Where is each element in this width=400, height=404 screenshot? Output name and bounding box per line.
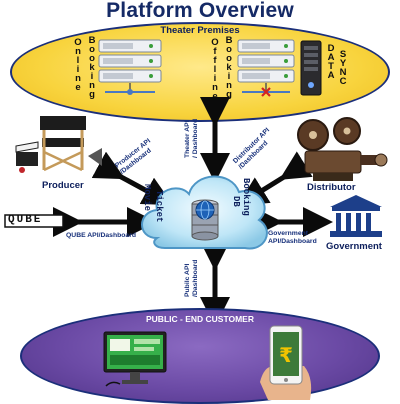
government-api-line1: Government [268, 230, 309, 237]
government-label: Government [326, 241, 382, 252]
rupee-glyph: ₹ [279, 343, 293, 367]
booking-db-word: Booking [241, 178, 251, 216]
db-word: DB [231, 196, 241, 207]
producer-label: Producer [42, 180, 84, 191]
theater-api-line1: Theater API [184, 120, 191, 158]
data-sync-tower-icon [300, 40, 322, 96]
theater-api-text: Theater API / Dashboard [184, 119, 200, 158]
arrow-producer-cloud [91, 151, 174, 206]
ticket-label: Ticket [154, 190, 164, 222]
government-api-line2: API/Dashboard [268, 238, 317, 245]
db-label: DB [231, 196, 241, 207]
page-title: Platform Overview [106, 0, 294, 22]
theater-premises-label: Theater Premises [160, 25, 240, 36]
movie-word: Movie [142, 184, 152, 212]
smartphone-hand-icon: ₹ [260, 325, 312, 400]
online-server-rack-icon [98, 39, 162, 95]
government-building-icon [330, 195, 382, 237]
qube-logo-text: QUBE [8, 214, 43, 226]
government-api-label: Government API/Dashboard [268, 230, 317, 246]
distributor-label: Distributor [307, 182, 356, 193]
director-chair-icon [15, 116, 102, 173]
public-api-line2: /Dashboard [192, 259, 199, 297]
offline-server-rack-icon [237, 39, 295, 97]
ticket-word: Ticket [154, 190, 164, 223]
public-api-line1: Pubilc API [184, 263, 191, 297]
public-customer-label: PUBLIC - END CUSTOMER [146, 314, 254, 324]
theater-api-line2: / Dashboard [192, 118, 199, 158]
public-customer-ellipse [20, 308, 380, 404]
public-api-label: Pubilc API /Dashboard [184, 260, 200, 297]
film-projector-icon [297, 117, 388, 181]
cloud-icon [141, 175, 268, 250]
movie-ticket-label: Movie [142, 184, 152, 211]
qube-logo-icon [4, 214, 64, 228]
booking-db-label: Booking [241, 178, 251, 216]
qube-api-label: QUBE API/Dashboard [66, 232, 136, 239]
desktop-monitor-icon [103, 331, 167, 387]
